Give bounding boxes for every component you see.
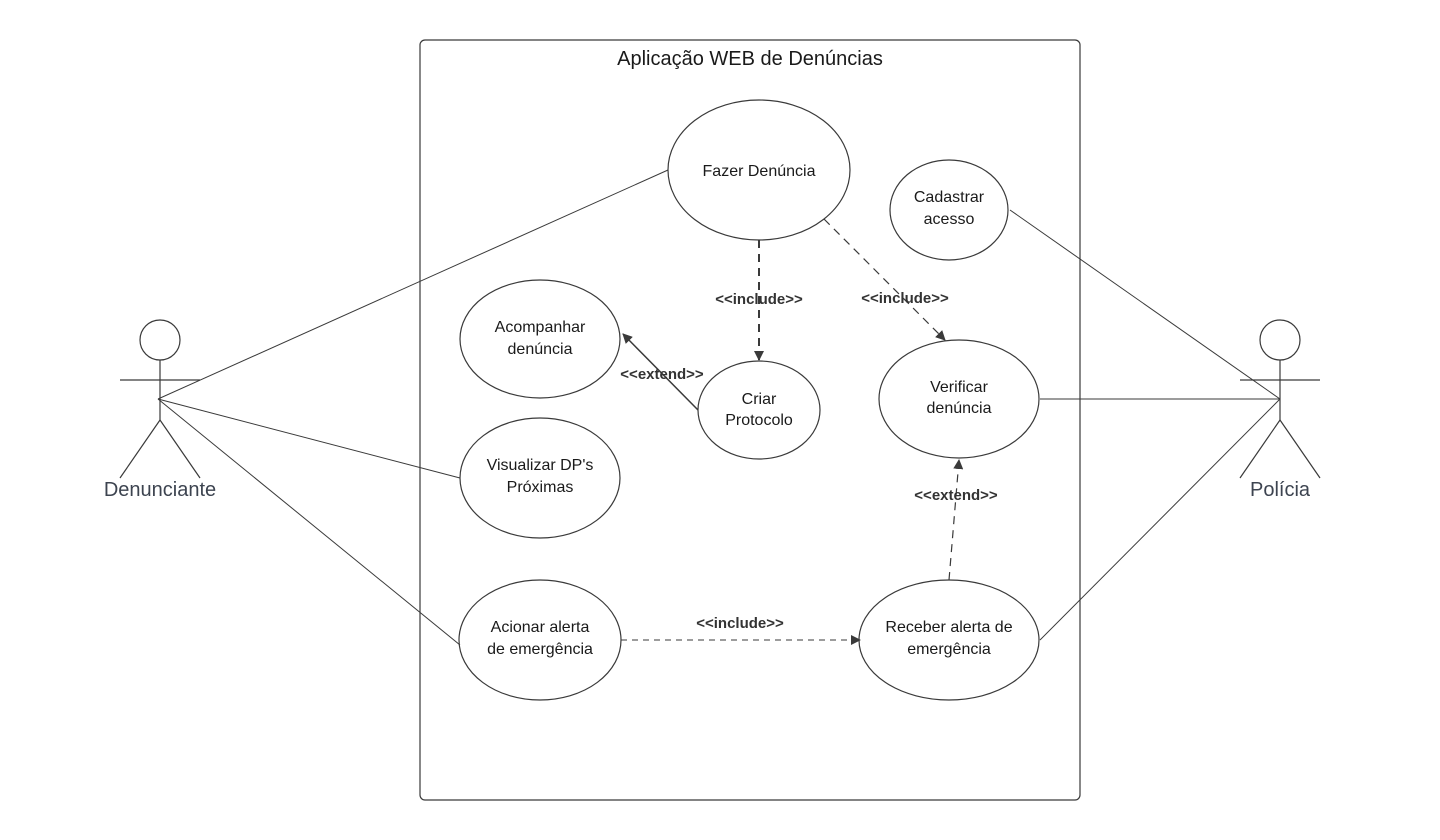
usecase-acionar-alerta-label-2: de emergência — [487, 641, 593, 658]
assoc-policia-cadastrar-acesso — [1009, 209, 1281, 400]
usecase-acionar-alerta — [458, 579, 622, 701]
usecase-receber-alerta — [858, 579, 1040, 701]
actor-policia-leg-right — [1279, 419, 1321, 479]
extend-receber-verificar-label: <<extend>> — [914, 487, 998, 504]
include-fazer-verificar-line — [823, 218, 946, 341]
usecase-verificar-denuncia-label-2: denúncia — [927, 400, 992, 417]
actor-denunciante-leg-right — [159, 419, 201, 479]
assoc-denunciante-acionar-alerta — [157, 398, 461, 646]
actor-denunciante-leg-left — [119, 419, 161, 479]
assoc-denunciante-fazer-denuncia — [157, 169, 669, 400]
system-boundary — [419, 39, 1081, 801]
usecase-verificar-denuncia-label-1: Verificar — [930, 379, 988, 396]
extend-criar-acompanhar-line — [622, 333, 699, 411]
actor-policia-leg-left — [1239, 419, 1281, 479]
usecase-acompanhar-denuncia-label-1: Acompanhar — [495, 319, 586, 336]
usecase-visualizar-dps-label-1: Visualizar DP's — [487, 457, 594, 474]
assoc-policia-receber-alerta — [1039, 398, 1281, 641]
usecase-criar-protocolo — [697, 360, 821, 460]
usecase-acompanhar-denuncia — [459, 279, 621, 399]
extend-receber-verificar-line — [948, 459, 964, 581]
system-title: Aplicação WEB de Denúncias — [617, 48, 883, 70]
usecase-acompanhar-denuncia-label-2: denúncia — [508, 341, 573, 358]
usecase-verificar-denuncia — [878, 339, 1040, 459]
assoc-denunciante-visualizar-dps — [157, 398, 461, 479]
usecase-criar-protocolo-label-2: Protocolo — [725, 412, 793, 429]
actor-denunciante-label: Denunciante — [104, 479, 216, 501]
usecase-fazer-denuncia — [667, 99, 851, 241]
include-fazer-verificar-label: <<include>> — [861, 290, 949, 307]
include-acionar-receber-label: <<include>> — [696, 615, 784, 632]
usecase-cadastrar-acesso-label-2: acesso — [924, 211, 975, 228]
actor-denunciante-head — [139, 319, 181, 361]
usecase-fazer-denuncia-label: Fazer Denúncia — [703, 163, 816, 180]
usecase-receber-alerta-label-1: Receber alerta de — [885, 619, 1012, 636]
actor-denunciante: Denunciante — [104, 319, 216, 501]
usecase-cadastrar-acesso-label-1: Cadastrar — [914, 189, 985, 206]
include-fazer-criar-label: <<include>> — [715, 291, 803, 308]
usecase-criar-protocolo-label-1: Criar — [742, 391, 777, 408]
actor-policia: Polícia — [1239, 319, 1321, 501]
usecase-visualizar-dps-label-2: Próximas — [507, 479, 574, 496]
usecase-acionar-alerta-label-1: Acionar alerta — [491, 619, 590, 636]
usecase-cadastrar-acesso — [889, 159, 1009, 261]
usecase-receber-alerta-label-2: emergência — [907, 641, 991, 658]
usecase-visualizar-dps — [459, 417, 621, 539]
actor-policia-head — [1259, 319, 1301, 361]
extend-criar-acompanhar-label: <<extend>> — [620, 366, 704, 383]
actor-policia-label: Polícia — [1250, 479, 1311, 501]
